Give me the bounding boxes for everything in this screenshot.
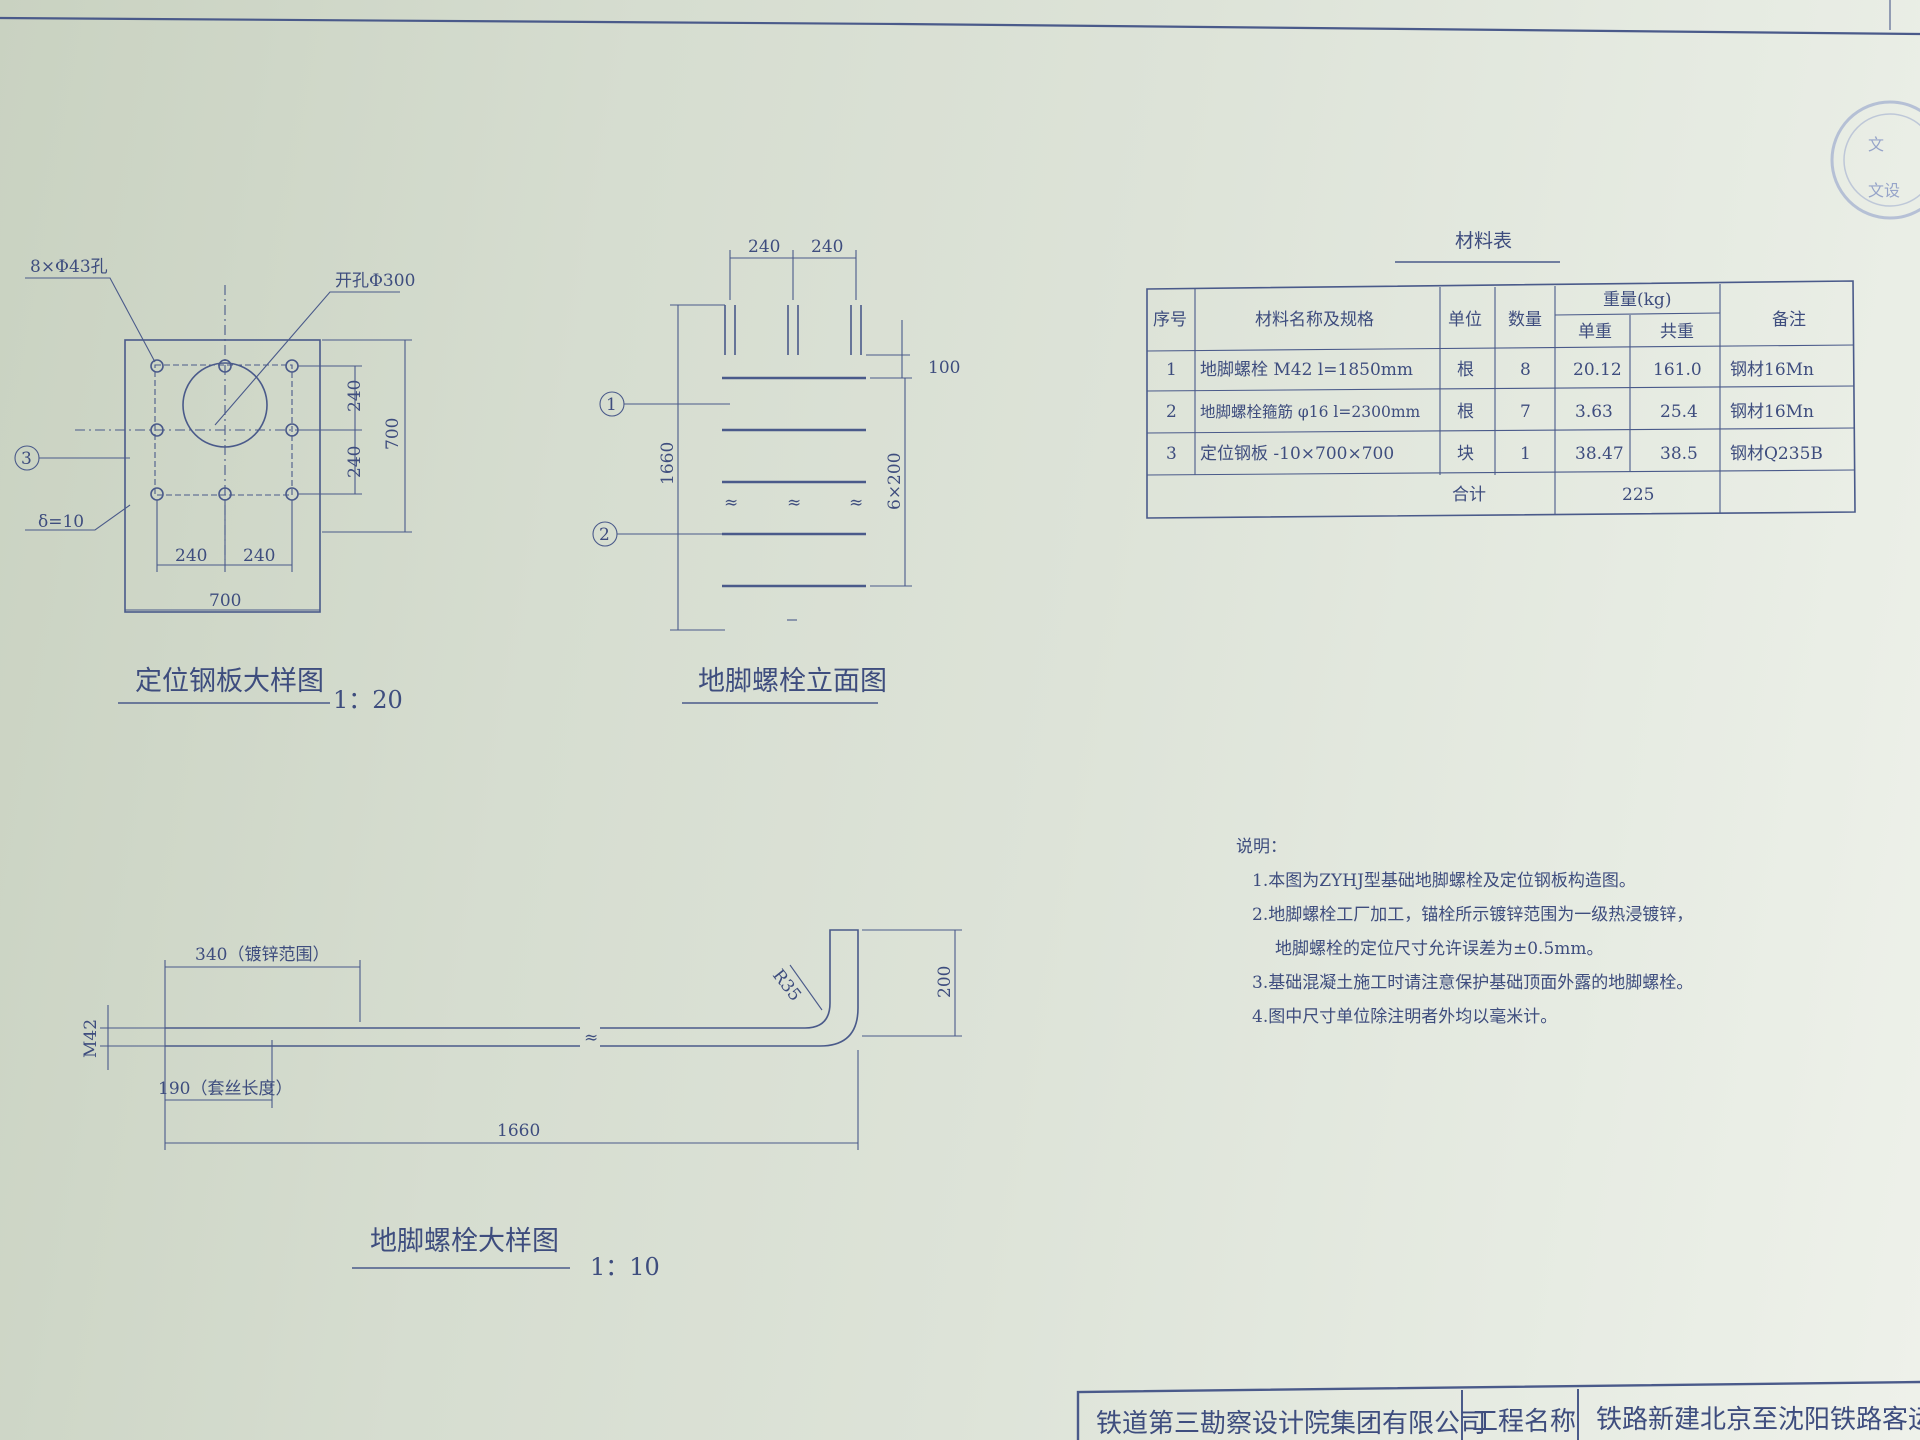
- stamp-text: 文: [1868, 135, 1884, 154]
- central-opening: [182, 362, 268, 448]
- header-unit: 单位: [1448, 310, 1482, 330]
- break-mark: ≈: [787, 493, 801, 513]
- note-line: 3.基础混凝土施工时请注意保护基础顶面外露的地脚螺栓。: [1252, 973, 1693, 993]
- plate-detail-scale: 1：20: [333, 686, 403, 714]
- sum-value: 225: [1622, 485, 1654, 505]
- elev-dim-100: 100: [928, 358, 960, 378]
- cell-unit-weight: 3.63: [1575, 402, 1613, 422]
- cell-unit-weight: 20.12: [1573, 360, 1622, 380]
- bolt-stubs: [724, 305, 862, 355]
- bolt-hook: [600, 929, 859, 1047]
- holes-label: 8×Φ43孔: [30, 257, 108, 277]
- bolt-label-m42: M42: [81, 1019, 101, 1058]
- cell-total-weight: 38.5: [1660, 444, 1698, 464]
- bolt-detail-scale: 1：10: [590, 1253, 660, 1281]
- cell-total-weight: 161.0: [1653, 360, 1702, 380]
- cell-qty: 8: [1520, 360, 1531, 380]
- bolt-hole: [150, 359, 164, 373]
- title-block: 铁道第三勘察设计院集团有限公司 工程名称 铁路新建北京至沈阳铁路客运: [1076, 1380, 1920, 1440]
- cell-remark: 钢材16Mn: [1730, 360, 1814, 380]
- cell-no: 3: [1166, 444, 1177, 464]
- elev-dim-6x200: 6×200: [885, 452, 905, 510]
- cell-qty: 7: [1520, 402, 1531, 422]
- cell-name: 定位钢板 -10×700×700: [1200, 444, 1394, 464]
- notes: 说明： 1.本图为ZYHJ型基础地脚螺栓及定位钢板构造图。 2.地脚螺栓工厂加工…: [1236, 837, 1693, 1027]
- thickness-leader: [25, 504, 131, 531]
- note-line: 1.本图为ZYHJ型基础地脚螺栓及定位钢板构造图。: [1252, 871, 1636, 891]
- stirrups: [722, 376, 866, 588]
- material-table-title: 材料表: [1455, 230, 1512, 252]
- project-name: 铁路新建北京至沈阳铁路客运: [1596, 1405, 1920, 1435]
- bolt-hole: [218, 359, 232, 373]
- cell-unit: 根: [1457, 360, 1474, 380]
- elev-dim-240-1: 240: [748, 237, 780, 257]
- bolt-dim-190: 190（套丝长度）: [158, 1079, 292, 1099]
- cell-name: 地脚螺栓箍筋 φ16 l=2300mm: [1200, 403, 1421, 421]
- plate-dim-240-v1: 240: [345, 380, 365, 412]
- plate-detail-title: 定位钢板大样图: [135, 666, 324, 697]
- header-remark: 备注: [1772, 310, 1806, 330]
- table-row: 1 地脚螺栓 M42 l=1850mm 根 8 20.12 161.0 钢材16…: [1166, 360, 1814, 380]
- callout-2: 2: [599, 525, 610, 545]
- note-line: 4.图中尺寸单位除注明者外均以毫米计。: [1252, 1007, 1557, 1027]
- bolt-detail: ≈ 340（镀锌范围） M42 190（套丝长度） 1660 200 R35 地…: [81, 929, 962, 1281]
- bolt-dim-1660: 1660: [497, 1121, 540, 1141]
- plate-dim-240-v2: 240: [345, 446, 365, 478]
- sum-label: 合计: [1452, 485, 1486, 505]
- plate-dim-700-v: 700: [383, 418, 403, 450]
- bolt-dim-340: 340（镀锌范围）: [195, 945, 329, 965]
- plate-dim-240-a: 240: [175, 546, 207, 566]
- plate-dim-700-h: 700: [209, 591, 241, 611]
- note-line: 地脚螺栓的定位尺寸允许误差为±0.5mm。: [1275, 939, 1604, 959]
- table-row: 2 地脚螺栓箍筋 φ16 l=2300mm 根 7 3.63 25.4 钢材16…: [1166, 402, 1814, 422]
- header-no: 序号: [1153, 310, 1187, 330]
- break-mark: ≈: [724, 493, 738, 513]
- project-label: 工程名称: [1472, 1407, 1576, 1437]
- break-mark: ≈: [584, 1028, 598, 1048]
- bolt-elevation: 240 240 100 ≈ ≈ ≈ 1660: [592, 237, 960, 704]
- cell-no: 2: [1166, 402, 1177, 422]
- sheet-border: [0, 0, 1920, 36]
- material-table: 材料表 序号 材料名称及规格 单位 数量 重量(kg) 单重 共重 备注 1 地…: [1146, 230, 1856, 519]
- cell-remark: 钢材Q235B: [1730, 444, 1823, 464]
- header-unit-weight: 单重: [1578, 322, 1612, 342]
- bolt-dim-200: 200: [935, 966, 955, 998]
- plate-detail: 8×Φ43孔 开孔Φ300 3 δ=10 240 240 700 240 240…: [14, 257, 415, 714]
- bolt-label-r35: R35: [768, 966, 805, 1005]
- holes-leader: [25, 277, 156, 363]
- bolt-hole: [150, 487, 164, 501]
- header-name: 材料名称及规格: [1255, 310, 1374, 330]
- callout-3: 3: [21, 449, 32, 469]
- elevation-title: 地脚螺栓立面图: [698, 666, 887, 697]
- notes-heading: 说明：: [1236, 837, 1287, 857]
- stamp-text: 文设: [1868, 181, 1900, 200]
- cell-name: 地脚螺栓 M42 l=1850mm: [1200, 360, 1413, 380]
- plate-dim-240-b: 240: [243, 546, 275, 566]
- plate-outline: [124, 339, 321, 613]
- callout-1: 1: [606, 395, 617, 415]
- table-row: 3 定位钢板 -10×700×700 块 1 38.47 38.5 钢材Q235…: [1166, 444, 1823, 464]
- company-name: 铁道第三勘察设计院集团有限公司: [1096, 1409, 1486, 1439]
- cell-unit: 块: [1457, 444, 1474, 464]
- elev-dim-240-2: 240: [811, 237, 843, 257]
- approval-stamp: 文 文设: [1830, 100, 1920, 220]
- header-qty: 数量: [1508, 310, 1542, 330]
- elev-dim-1660: 1660: [658, 442, 678, 485]
- note-line: 2.地脚螺栓工厂加工，锚栓所示镀锌范围为一级热浸镀锌，: [1252, 905, 1693, 925]
- cell-no: 1: [1166, 360, 1177, 380]
- cell-total-weight: 25.4: [1660, 402, 1698, 422]
- bolt-hole: [150, 423, 164, 437]
- header-total-weight: 共重: [1660, 322, 1694, 342]
- header-weight: 重量(kg): [1603, 290, 1671, 310]
- cell-unit: 根: [1457, 402, 1474, 422]
- bolt-detail-title: 地脚螺栓大样图: [370, 1226, 559, 1257]
- opening-label: 开孔Φ300: [335, 271, 415, 291]
- break-mark: ≈: [849, 493, 863, 513]
- cell-unit-weight: 38.47: [1575, 444, 1624, 464]
- cell-remark: 钢材16Mn: [1730, 402, 1814, 422]
- cell-qty: 1: [1520, 444, 1531, 464]
- thickness-label: δ=10: [38, 512, 84, 532]
- opening-leader: [214, 291, 400, 426]
